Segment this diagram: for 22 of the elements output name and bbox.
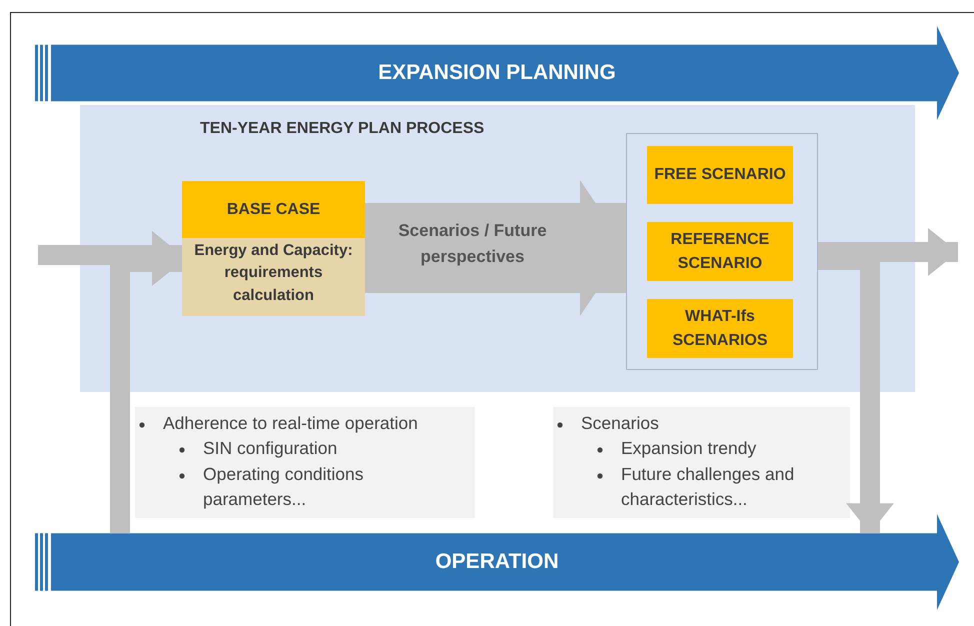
box-heading: BASE CASE (182, 181, 365, 238)
scenario-box: FREE SCENARIO (647, 146, 793, 204)
bullet-item: Future challenges and characteristics... (621, 462, 840, 512)
banner-label: EXPANSION PLANNING (377, 60, 617, 86)
bullet-item: Expansion trendy (621, 436, 840, 462)
bullet-item: Scenarios (581, 411, 840, 436)
box-text: Energy and Capacity: requirements calculation (193, 241, 354, 306)
arrow (818, 228, 958, 276)
panel-title: TEN-YEAR ENERGY PLAN PROCESS (200, 120, 484, 138)
banner-arrow (35, 514, 959, 610)
scenario-group (626, 133, 818, 370)
process-box (182, 181, 365, 316)
bullet-item: SIN configuration (203, 436, 465, 462)
scenario-box: WHAT-Ifs SCENARIOS (647, 299, 793, 358)
note-panel (135, 407, 475, 518)
block-arrow (365, 180, 626, 316)
note-panel (553, 407, 850, 518)
bullet-item: Operating conditions parameters... (203, 462, 465, 512)
banner-arrow (35, 26, 959, 120)
bullet-item: Adherence to real-time operation (163, 411, 465, 436)
banner-label: OPERATION (434, 549, 560, 575)
scenario-box: REFERENCE SCENARIO (647, 222, 793, 281)
